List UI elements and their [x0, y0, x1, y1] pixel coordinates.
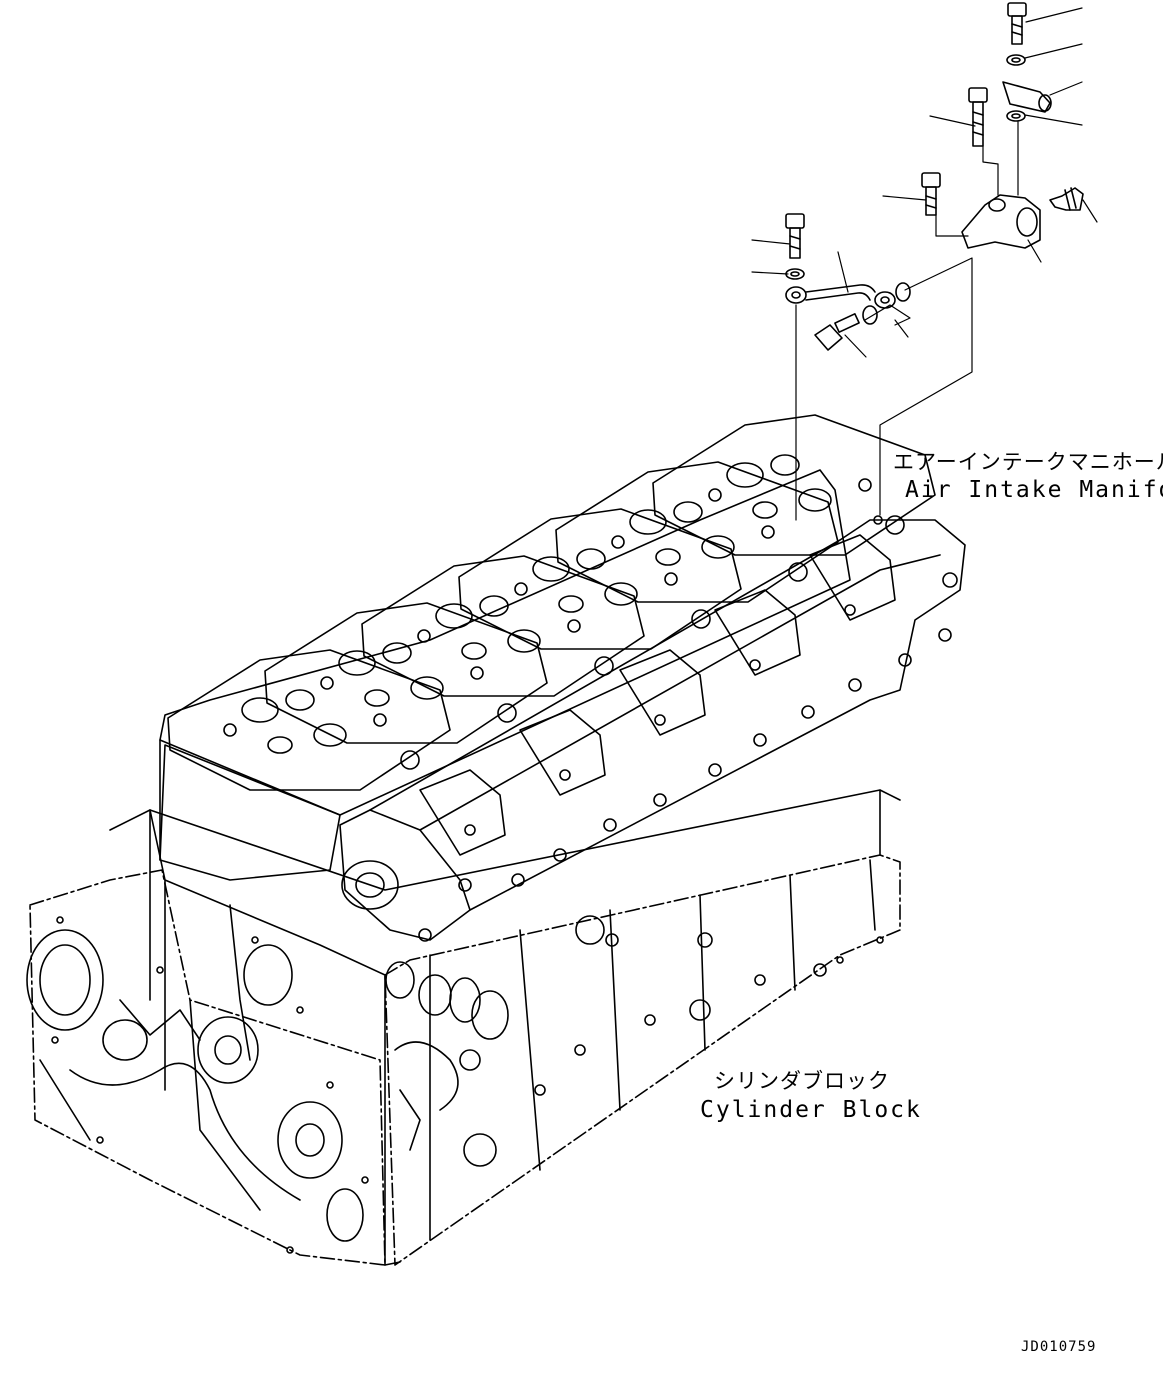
- air-intake-manifold: [339, 515, 966, 942]
- cylinder-block-label-jp: シリンダブロック: [714, 1069, 890, 1093]
- cylinder-head: [159, 469, 851, 881]
- drawing-id: JD010759: [1021, 1339, 1097, 1355]
- cylinder-head-covers: [167, 414, 936, 791]
- leader-lines: [751, 7, 1098, 521]
- cylinder-block-label-en: Cylinder Block: [700, 1097, 922, 1123]
- cylinder-block: [26, 789, 901, 1266]
- sensor-pipe-assembly: [785, 2, 1084, 351]
- air-intake-manifold-label-en: Air Intake Manifold: [905, 477, 1163, 503]
- air-intake-manifold-label-jp: エアーインテークマニホールド: [893, 450, 1163, 474]
